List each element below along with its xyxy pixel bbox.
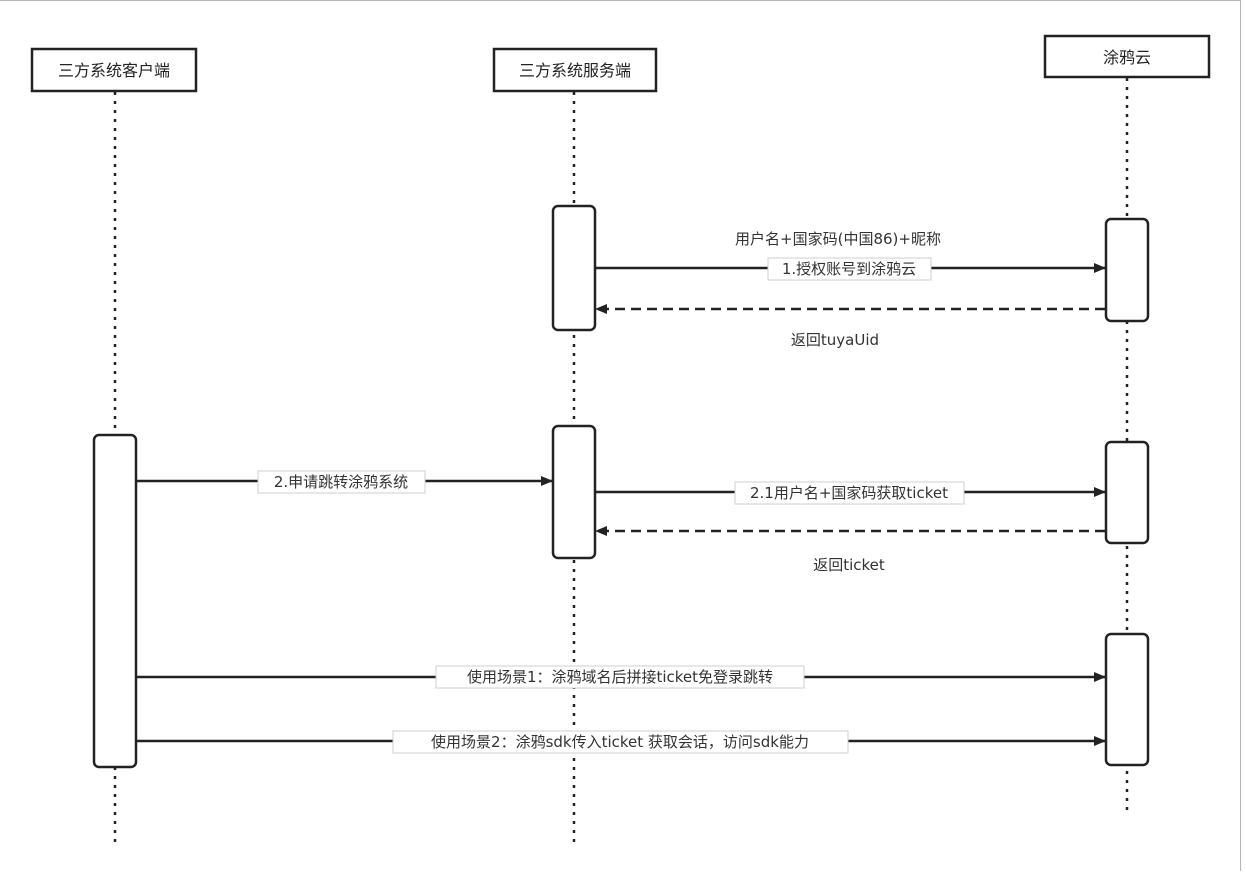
- message-s1-label-box: 使用场景1：涂鸦域名后拼接ticket免登录跳转: [435, 665, 805, 689]
- message-m1-label: 1.授权账号到涂鸦云: [782, 260, 916, 278]
- actor-client: 三方系统客户端: [30, 47, 198, 93]
- message-s2-label-box: 使用场景2：涂鸦sdk传入ticket 获取会话，访问sdk能力: [392, 730, 849, 754]
- message-m2-label: 2.申请跳转涂鸦系统: [274, 473, 408, 491]
- message-r21-label: 返回ticket: [813, 556, 885, 574]
- message-m2-label-box: 2.申请跳转涂鸦系统: [257, 470, 426, 494]
- actor-client-label: 三方系统客户端: [58, 61, 170, 80]
- activation-client-1: [92, 433, 138, 769]
- message-m21-label: 2.1用户名+国家码获取ticket: [750, 484, 948, 502]
- message-m1-above-label: 用户名+国家码(中国86)+昵称: [735, 230, 941, 248]
- activation-server-1: [551, 204, 597, 332]
- activation-tuya-2: [1104, 440, 1150, 545]
- message-m21-label-box: 2.1用户名+国家码获取ticket: [734, 481, 965, 505]
- activation-tuya-1: [1104, 217, 1150, 323]
- actor-tuya-label: 涂鸦云: [1103, 48, 1151, 67]
- actor-tuya: 涂鸦云: [1043, 34, 1211, 79]
- message-r1-label: 返回tuyaUid: [791, 331, 879, 349]
- actor-server: 三方系统服务端: [492, 47, 658, 93]
- message-m1-label-box: 1.授权账号到涂鸦云: [767, 257, 932, 281]
- message-s2-label: 使用场景2：涂鸦sdk传入ticket 获取会话，访问sdk能力: [431, 733, 809, 751]
- actor-server-label: 三方系统服务端: [519, 61, 631, 80]
- activation-tuya-3: [1104, 632, 1150, 767]
- activation-server-2: [551, 424, 597, 560]
- message-s1-label: 使用场景1：涂鸦域名后拼接ticket免登录跳转: [467, 668, 773, 686]
